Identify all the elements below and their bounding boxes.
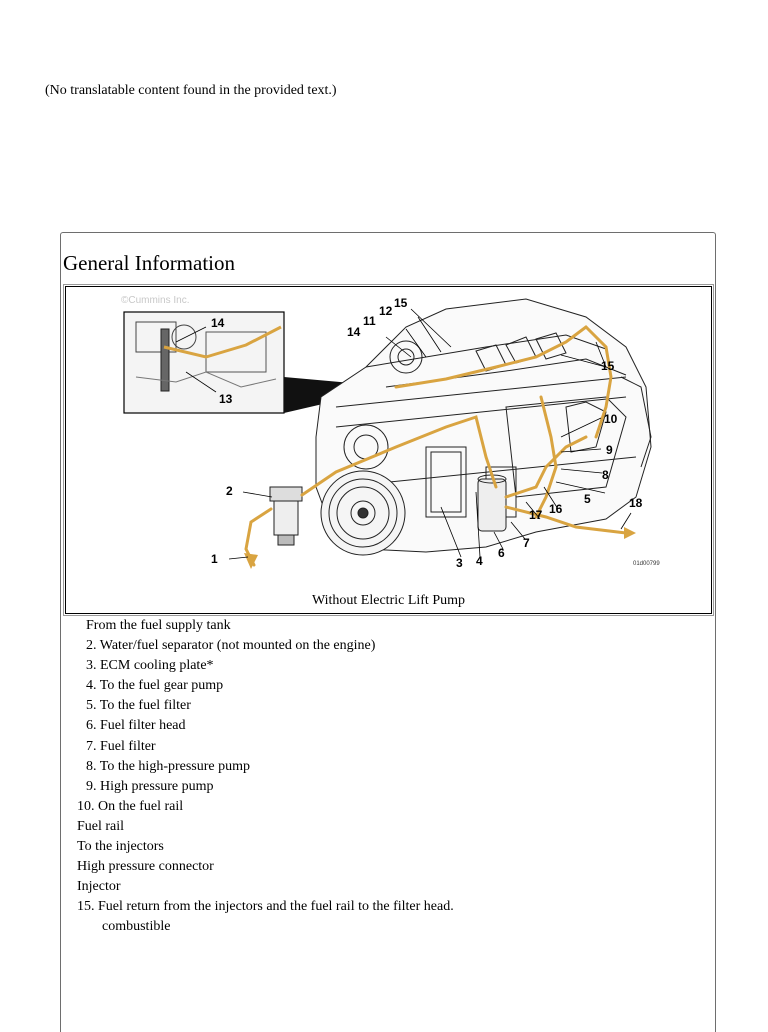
callout-10: 10 [604, 412, 618, 426]
leader-lines [228, 308, 632, 560]
legend-item: 10. On the fuel rail [77, 798, 184, 814]
legend-item: From the fuel supply tank [86, 618, 231, 633]
callout-3: 3 [456, 556, 463, 570]
legend-item: 15. Fuel return from the injectors and t… [77, 899, 454, 915]
callout-12: 12 [379, 304, 393, 318]
callout-13: 13 [219, 392, 233, 406]
callout-9: 9 [606, 443, 613, 457]
legend-item: 9. High pressure pump [86, 778, 214, 794]
figure-code: 01d00799 [633, 561, 660, 567]
callout-14: 14 [347, 325, 361, 339]
section-title: General Information [63, 251, 236, 275]
top-note: (No translatable content found in the pr… [45, 83, 337, 98]
callout-17: 17 [529, 508, 543, 522]
injector-inset [123, 311, 285, 414]
engine-illustration: ©Cummins Inc. 14 13 [121, 295, 660, 570]
legend-item: combustible [102, 919, 171, 935]
return-arrow [624, 527, 636, 539]
callout-11: 11 [363, 314, 376, 328]
callout-15-right: 15 [601, 359, 615, 373]
legend-item: 7. Fuel filter [86, 738, 156, 754]
inflow-arrow [244, 553, 258, 569]
legend-item: Fuel rail [77, 818, 125, 834]
callout-2: 2 [226, 484, 233, 498]
crank-pulley [320, 470, 406, 556]
legend-item: 5. To the fuel filter [86, 698, 191, 714]
callout-8: 8 [602, 468, 609, 482]
callout-6: 6 [498, 546, 505, 560]
legend-item: To the injectors [77, 839, 164, 855]
callout-5: 5 [584, 492, 591, 506]
watermark: ©Cummins Inc. [121, 295, 190, 306]
legend-item: 4. To the fuel gear pump [86, 678, 224, 694]
callout-16: 16 [549, 502, 563, 516]
legend-item: 6. Fuel filter head [86, 718, 186, 734]
legend-item: High pressure connector [77, 859, 214, 875]
fuel-filter-canister [477, 474, 507, 532]
callout-1: 1 [211, 552, 218, 566]
legend-item: Injector [77, 879, 121, 895]
engine-fuel-diagram: ©Cummins Inc. 14 13 [63, 284, 714, 616]
legend-item: 8. To the high-pressure pump [86, 758, 251, 774]
callout-7: 7 [523, 536, 530, 550]
legend-item: 2. Water/fuel separator (not mounted on … [86, 638, 376, 654]
callout-18: 18 [629, 496, 643, 510]
figure-caption: Without Electric Lift Pump [311, 593, 465, 608]
callout-14-inset: 14 [211, 316, 225, 330]
parts-legend: From the fuel supply tank 2. Water/fuel … [77, 616, 697, 938]
callout-4: 4 [476, 554, 483, 568]
legend-item: 3. ECM cooling plate* [86, 658, 214, 674]
content-frame: General Information ©Cummins Inc. 14 13 [60, 232, 716, 1032]
water-separator [269, 486, 303, 546]
callout-15: 15 [394, 296, 408, 310]
